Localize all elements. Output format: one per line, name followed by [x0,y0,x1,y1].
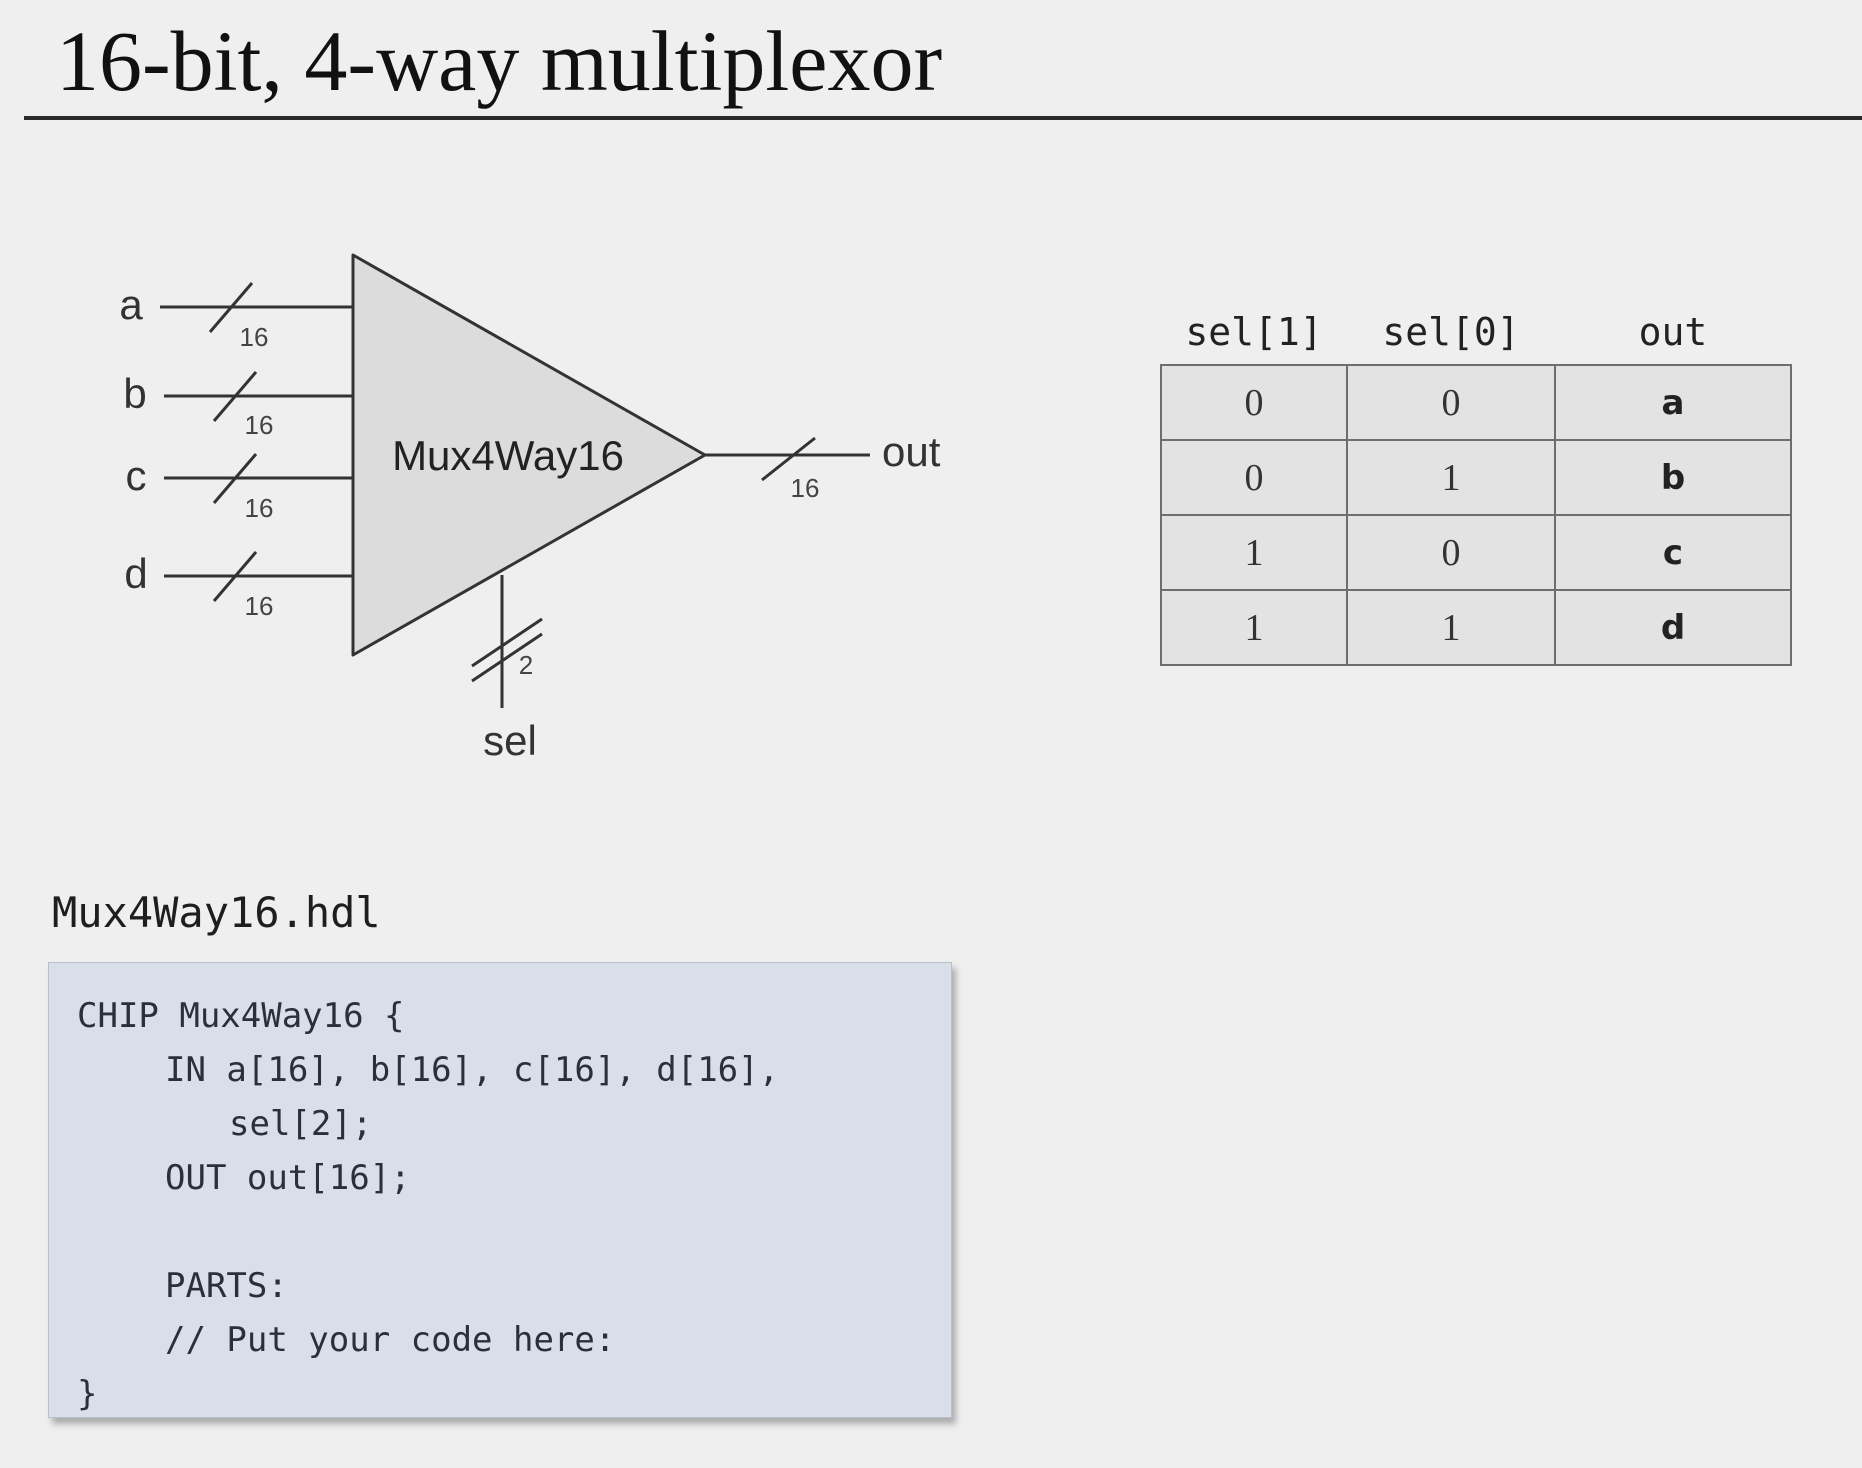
input-d: d 16 [124,550,353,621]
code-line: CHIP Mux4Way16 { [77,996,405,1036]
truth-table-cell: d [1554,589,1792,666]
truth-table-cell: 0 [1160,439,1348,516]
truth-table-cell: 1 [1160,514,1348,591]
input-a-width-label: 16 [240,322,269,352]
select-bus-slash-1 [471,617,543,668]
select-width-label: 2 [519,650,533,680]
input-d-label: d [124,550,147,597]
hdl-code-box: CHIP Mux4Way16 { IN a[16], b[16], c[16],… [48,962,952,1418]
truth-table-cell: c [1554,514,1792,591]
truth-table-header-out: out [1638,310,1708,354]
truth-table-cell: 1 [1346,439,1556,516]
title-divider [24,116,1862,120]
mux-chip-body [351,253,707,657]
truth-table-header-sel0: sel[0] [1382,310,1520,354]
input-c-bus-slash [212,453,258,504]
truth-table-cell: a [1554,364,1792,441]
truth-table-row: 1 0 c [1160,514,1792,591]
truth-table-cell: b [1554,439,1792,516]
truth-table-cell: 1 [1346,589,1556,666]
input-c: c 16 [126,452,353,523]
truth-table: sel[1] sel[0] out 0 0 a 0 1 b 1 0 c 1 1 … [1160,300,1792,666]
output-width-label: 16 [791,473,820,503]
input-c-width-label: 16 [245,493,274,523]
truth-table-cell: 0 [1346,364,1556,441]
truth-table-cell: 1 [1160,589,1348,666]
input-b-label: b [123,370,146,417]
mux-diagram: Mux4Way16 a 16 b 16 c 16 d 16 16 out [119,253,941,764]
truth-table-row: 1 1 d [1160,589,1792,666]
truth-table-row: 0 0 a [1160,364,1792,441]
input-b: b 16 [123,370,353,440]
input-a: a 16 [119,281,353,352]
code-line [77,1205,923,1259]
code-line: PARTS: [165,1266,288,1306]
input-a-bus-slash [208,282,254,333]
output-out: 16 out [705,428,941,503]
chip-name-label: Mux4Way16 [392,432,624,479]
input-d-bus-slash [212,551,258,602]
code-line: // Put your code here: [165,1320,616,1360]
code-line: IN a[16], b[16], c[16], d[16], [165,1050,780,1090]
slide-title: 16-bit, 4-way multiplexor [56,13,943,109]
code-line: OUT out[16]; [165,1158,411,1198]
hdl-filename: Mux4Way16.hdl [52,888,381,937]
select-bus-slash-2 [471,632,543,683]
input-c-label: c [126,452,147,499]
input-b-bus-slash [212,371,258,422]
output-label: out [882,428,941,475]
truth-table-cell: 0 [1346,514,1556,591]
input-a-label: a [119,281,143,328]
truth-table-header-sel1: sel[1] [1185,310,1323,354]
truth-table-cell: 0 [1160,364,1348,441]
select-sel: 2 sel [471,575,543,764]
output-bus-slash [761,436,816,482]
input-d-width-label: 16 [245,591,274,621]
code-line: } [77,1374,98,1414]
truth-table-header-row: sel[1] sel[0] out [1161,300,1791,365]
code-line: sel[2]; [229,1104,373,1144]
select-label: sel [483,717,537,764]
input-b-width-label: 16 [245,410,274,440]
truth-table-row: 0 1 b [1160,439,1792,516]
